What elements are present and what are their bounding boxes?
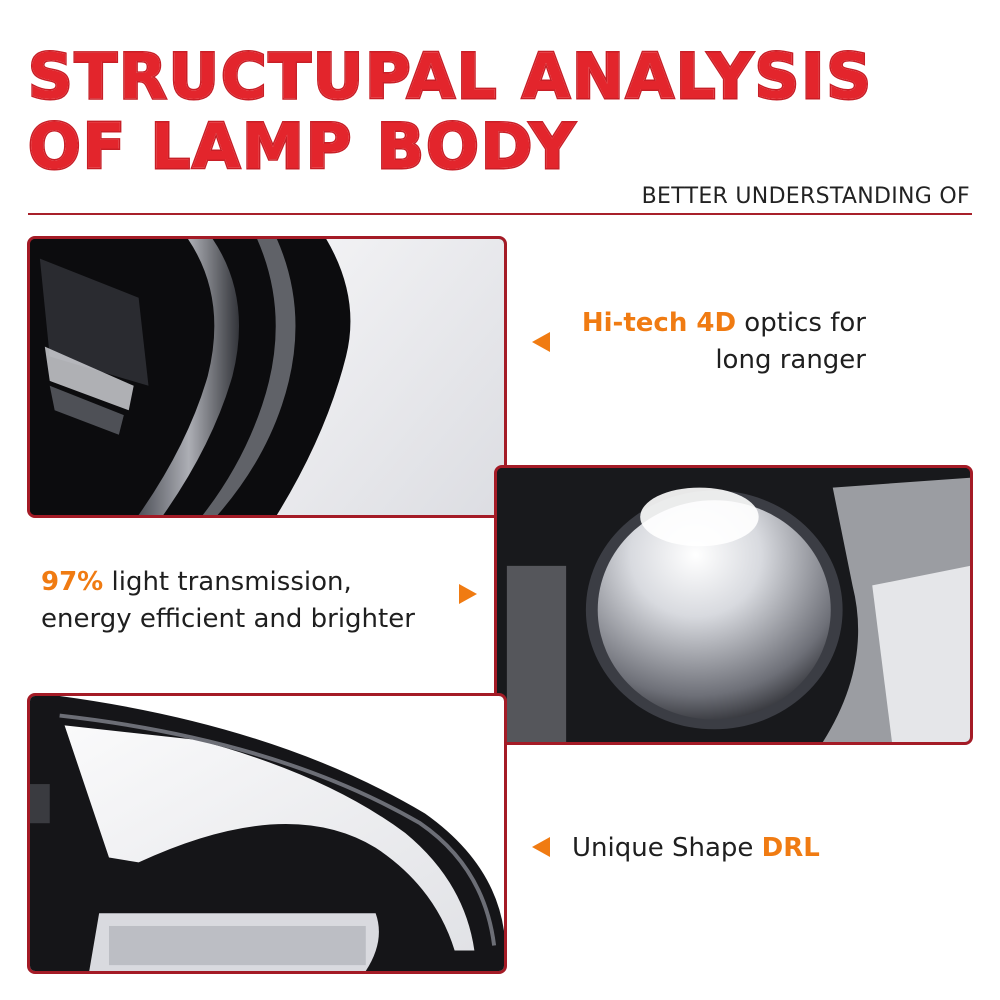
page-title-line1: STRUCTUPAL ANALYSIS (27, 40, 873, 113)
feature-4d-optics-highlight: Hi-tech 4D (581, 308, 737, 338)
caret-right-icon (459, 584, 477, 604)
caret-left-icon (532, 837, 550, 857)
feature-4d-optics: Hi-tech 4D optics for long ranger (572, 305, 866, 379)
lamp-lens-closeup-image (27, 236, 507, 518)
projector-lens-closeup-image (494, 465, 973, 745)
feature-4d-optics-text: optics for (736, 308, 866, 338)
feature-drl-highlight: DRL (761, 833, 820, 863)
feature-4d-optics-line2: long ranger (715, 345, 866, 375)
feature-light-transmission-line2: energy efficient and brighter (41, 604, 415, 634)
caret-left-icon (532, 332, 550, 352)
drl-illustration (30, 696, 504, 971)
feature-light-transmission-text: light transmission, (103, 567, 352, 597)
subtitle: BETTER UNDERSTANDING OF (641, 184, 970, 209)
feature-light-transmission: 97% light transmission, energy efficient… (41, 564, 415, 638)
drl-closeup-image (27, 693, 507, 974)
header-divider (28, 213, 972, 215)
projector-lens-illustration (497, 468, 970, 742)
feature-light-transmission-highlight: 97% (41, 567, 104, 597)
lamp-lens-illustration (30, 239, 504, 515)
feature-drl: Unique Shape DRL (572, 830, 820, 867)
feature-drl-text: Unique Shape (572, 833, 762, 863)
page-title-line2: OF LAMP BODY (27, 110, 577, 183)
